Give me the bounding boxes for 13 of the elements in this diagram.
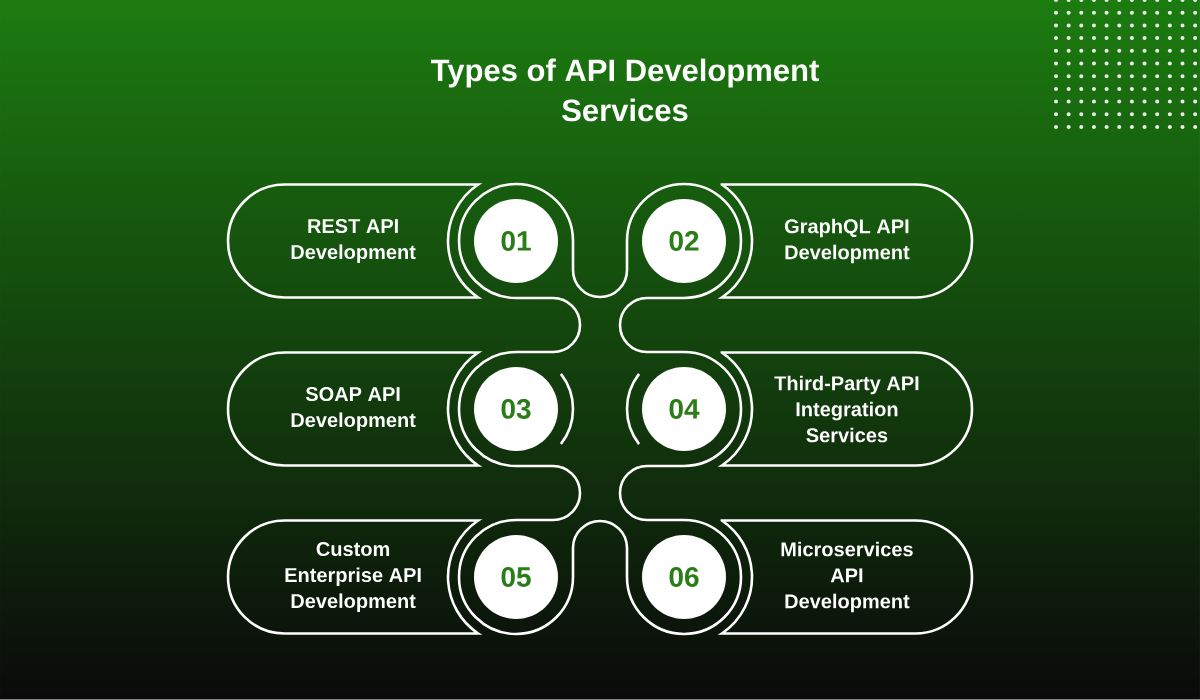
title: Types of API Development Services (431, 58, 819, 122)
pill-box: Microservices API Development (720, 519, 974, 635)
pill-box: Third-Party API Integration Services (720, 351, 974, 467)
connector-line (516, 296, 582, 354)
pill-box: GraphQL API Development (720, 183, 974, 299)
connector-line (516, 464, 582, 522)
pill-box: SOAP API Development (226, 351, 480, 467)
connector-line (571, 519, 629, 577)
connector-line (618, 464, 684, 522)
connector-line (618, 296, 684, 354)
pill-box: Custom Enterprise API Development (226, 519, 480, 635)
pill-box: REST API Development (226, 183, 480, 299)
connector-line (571, 241, 629, 299)
